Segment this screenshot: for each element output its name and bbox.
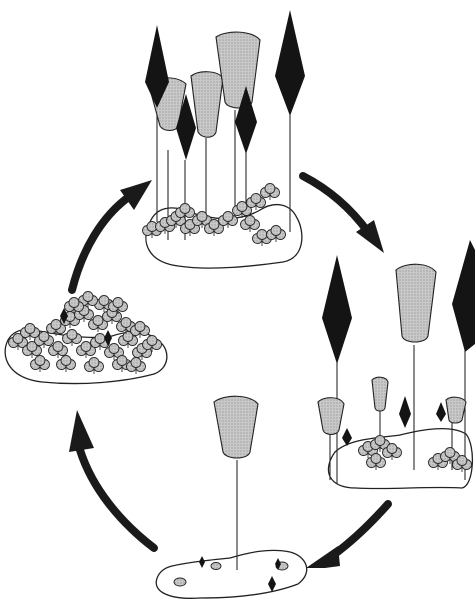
broadleaf-tree-top-3 [216, 32, 260, 108]
ground-patch-bottom [156, 550, 306, 598]
arrow-head-bottom-to-left [69, 410, 94, 452]
conifer-seedling-right-3 [436, 402, 446, 422]
broadleaf-tree-right-2 [372, 377, 388, 411]
arrow-bottom-to-left [80, 450, 154, 548]
conifer-top-3 [275, 10, 305, 116]
arrow-left-to-top [72, 196, 130, 290]
broadleaf-tree-bottom-1 [214, 396, 258, 458]
conifer-seedling-right-1 [399, 396, 411, 428]
conifer-right-2 [452, 240, 475, 352]
broadleaf-tree-right-4 [446, 397, 466, 423]
broadleaf-tree-right-1 [396, 264, 436, 342]
arrow-right-to-bottom [332, 504, 388, 556]
broadleaf-tree-right-3 [318, 398, 344, 435]
conifer-right-1 [322, 255, 352, 364]
arrow-head-left-to-top [120, 180, 152, 210]
arrow-head-right-to-bottom [306, 546, 340, 568]
arrow-top-to-right [303, 176, 368, 232]
